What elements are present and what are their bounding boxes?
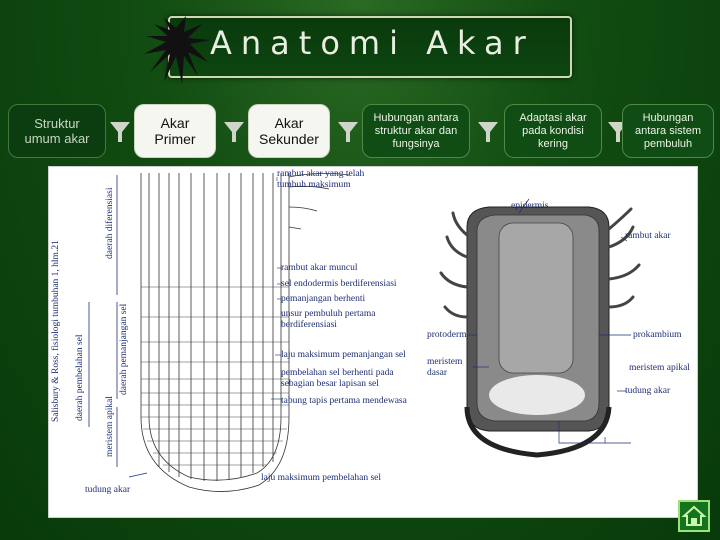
label-daerah-pemanjangan: daerah pemanjangan sel (119, 303, 129, 395)
label-meristem-apikal-right: meristem apikal (629, 363, 690, 373)
label-laju-pemanjangan: laju maksimum pemanjangan sel (281, 350, 406, 360)
title-frame (168, 16, 572, 78)
source-credit-label: Salisbury & Ross, fisiologi tumbuhan 1, … (51, 240, 61, 422)
home-button[interactable] (678, 500, 710, 532)
label-daerah-diferensiasi: daerah diferensiasi (105, 187, 115, 259)
page-title: Anatomi Akar (210, 24, 535, 62)
nav-akar-sekunder[interactable]: Akar Sekunder (248, 104, 330, 158)
label-daerah-pembelahan: daerah pembelahan sel (75, 334, 85, 421)
nav-label: Akar Sekunder (259, 115, 319, 147)
label-meristem-dasar: meristem dasar (427, 357, 463, 378)
label-epidermis: epidermis (511, 201, 549, 211)
label-prokambium: prokambium (633, 330, 682, 340)
label-rambut-akar: rambut akar (625, 231, 671, 241)
nav-struktur-umum-akar[interactable]: Struktur umum akar (8, 104, 106, 158)
nav-hubungan-struktur-fungsi[interactable]: Hubungan antara struktur akar dan fungsi… (362, 104, 470, 158)
nav-adaptasi-akar[interactable]: Adaptasi akar pada kondisi kering (504, 104, 602, 158)
nav-akar-primer[interactable]: Akar Primer (134, 104, 216, 158)
root-diagram (88, 173, 641, 492)
label-meristem-apikal-left: meristem apikal (105, 396, 115, 457)
nav-label: Hubungan antara struktur akar dan fungsi… (373, 111, 459, 150)
home-icon (681, 505, 707, 526)
label-unsur-pembuluh: unsur pembuluh pertama berdiferensiasi (281, 309, 376, 330)
nav-label: Struktur umum akar (24, 116, 90, 146)
nav-label: Hubungan antara sistem pembuluh (634, 111, 702, 150)
label-tudung-akar-left: tudung akar (85, 485, 131, 495)
nav-label: Akar Primer (154, 115, 196, 147)
connector-icon (338, 122, 358, 142)
root-anatomy-figure: Salisbury & Ross, fisiologi tumbuhan 1, … (48, 166, 698, 518)
label-tudung-akar-right: tudung akar (625, 386, 671, 396)
label-pemanjangan-berhenti: pemanjangan berhenti (281, 294, 366, 304)
label-sel-endodermis: sel endodermis berdiferensiasi (281, 279, 397, 289)
nav-label: Adaptasi akar pada kondisi kering (519, 111, 587, 150)
label-tabung-tapis: tabung tapis pertama mendewasa (281, 396, 407, 406)
label-laju-pembelahan: laju maksimum pembelahan sel (261, 473, 382, 483)
connector-icon (224, 122, 244, 142)
nav-hubungan-sistem-pembuluh[interactable]: Hubungan antara sistem pembuluh (622, 104, 714, 158)
label-protoderm: protoderm (427, 330, 467, 340)
connector-icon (478, 122, 498, 142)
label-rambut-akar-muncul: rambut akar muncul (281, 263, 358, 273)
connector-icon (110, 122, 130, 142)
label-pembelahan-berhenti: pembelahan sel berhenti pada sebagian be… (281, 368, 394, 389)
label-rambut-akar-maksimum: rambut akar yang telah tumbuh maksimum (277, 169, 365, 190)
root-logo-icon (144, 16, 210, 84)
